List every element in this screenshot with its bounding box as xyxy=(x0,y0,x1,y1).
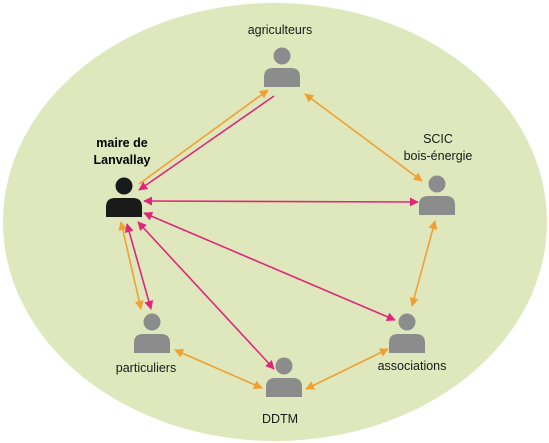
person-icon-agriculteurs-body xyxy=(264,68,300,87)
label-ddtm-line: DDTM xyxy=(261,412,299,426)
label-particuliers-line: particuliers xyxy=(115,361,177,375)
person-icon-maire xyxy=(106,177,142,217)
person-icon-agriculteurs xyxy=(264,47,300,87)
person-icon-maire-head xyxy=(115,177,133,195)
nodes-layer xyxy=(106,47,455,397)
link-maire-agriculteurs-orange xyxy=(138,89,269,185)
label-agriculteurs-line: agriculteurs xyxy=(247,23,313,37)
person-icon-associations xyxy=(389,313,425,353)
person-icon-ddtm-body xyxy=(266,378,302,397)
person-icon-particuliers-head xyxy=(143,313,161,331)
link-scic-associations-orange xyxy=(409,220,438,307)
label-agriculteurs: agriculteurs xyxy=(230,22,330,39)
label-associations-line: associations xyxy=(377,359,447,373)
person-icon-particuliers-body xyxy=(134,334,170,353)
label-maire-line-2: Lanvallay xyxy=(93,153,151,167)
person-icon-scic xyxy=(419,175,455,215)
link-maire-ddtm-magenta xyxy=(137,221,275,370)
label-associations: associations xyxy=(362,358,462,375)
label-maire-line-1: maire de xyxy=(96,136,148,150)
links-layer xyxy=(118,89,438,390)
label-particuliers: particuliers xyxy=(96,360,196,377)
label-scic: SCIC bois-énergie xyxy=(383,131,493,165)
person-icon-associations-head xyxy=(398,313,416,331)
link-ddtm-particuliers-orange xyxy=(174,349,263,389)
person-icon-maire-body xyxy=(106,198,142,217)
person-icon-agriculteurs-head xyxy=(273,47,291,65)
link-associations-ddtm-orange xyxy=(305,348,389,390)
link-maire-particuliers-magenta xyxy=(124,223,154,310)
person-icon-scic-body xyxy=(419,196,455,215)
person-icon-ddtm xyxy=(266,357,302,397)
person-icon-ddtm-head xyxy=(275,357,293,375)
label-maire: maire de Lanvallay xyxy=(72,135,172,169)
person-icon-particuliers xyxy=(134,313,170,353)
label-scic-line-1: SCIC xyxy=(423,132,453,146)
label-scic-line-2: bois-énergie xyxy=(403,149,473,163)
label-ddtm: DDTM xyxy=(240,411,320,428)
person-icon-associations-body xyxy=(389,334,425,353)
link-agriculteurs-maire-magenta xyxy=(138,95,275,191)
person-icon-scic-head xyxy=(428,175,446,193)
link-maire-scic-magenta xyxy=(143,196,419,207)
link-agriculteurs-scic-orange xyxy=(304,93,423,182)
